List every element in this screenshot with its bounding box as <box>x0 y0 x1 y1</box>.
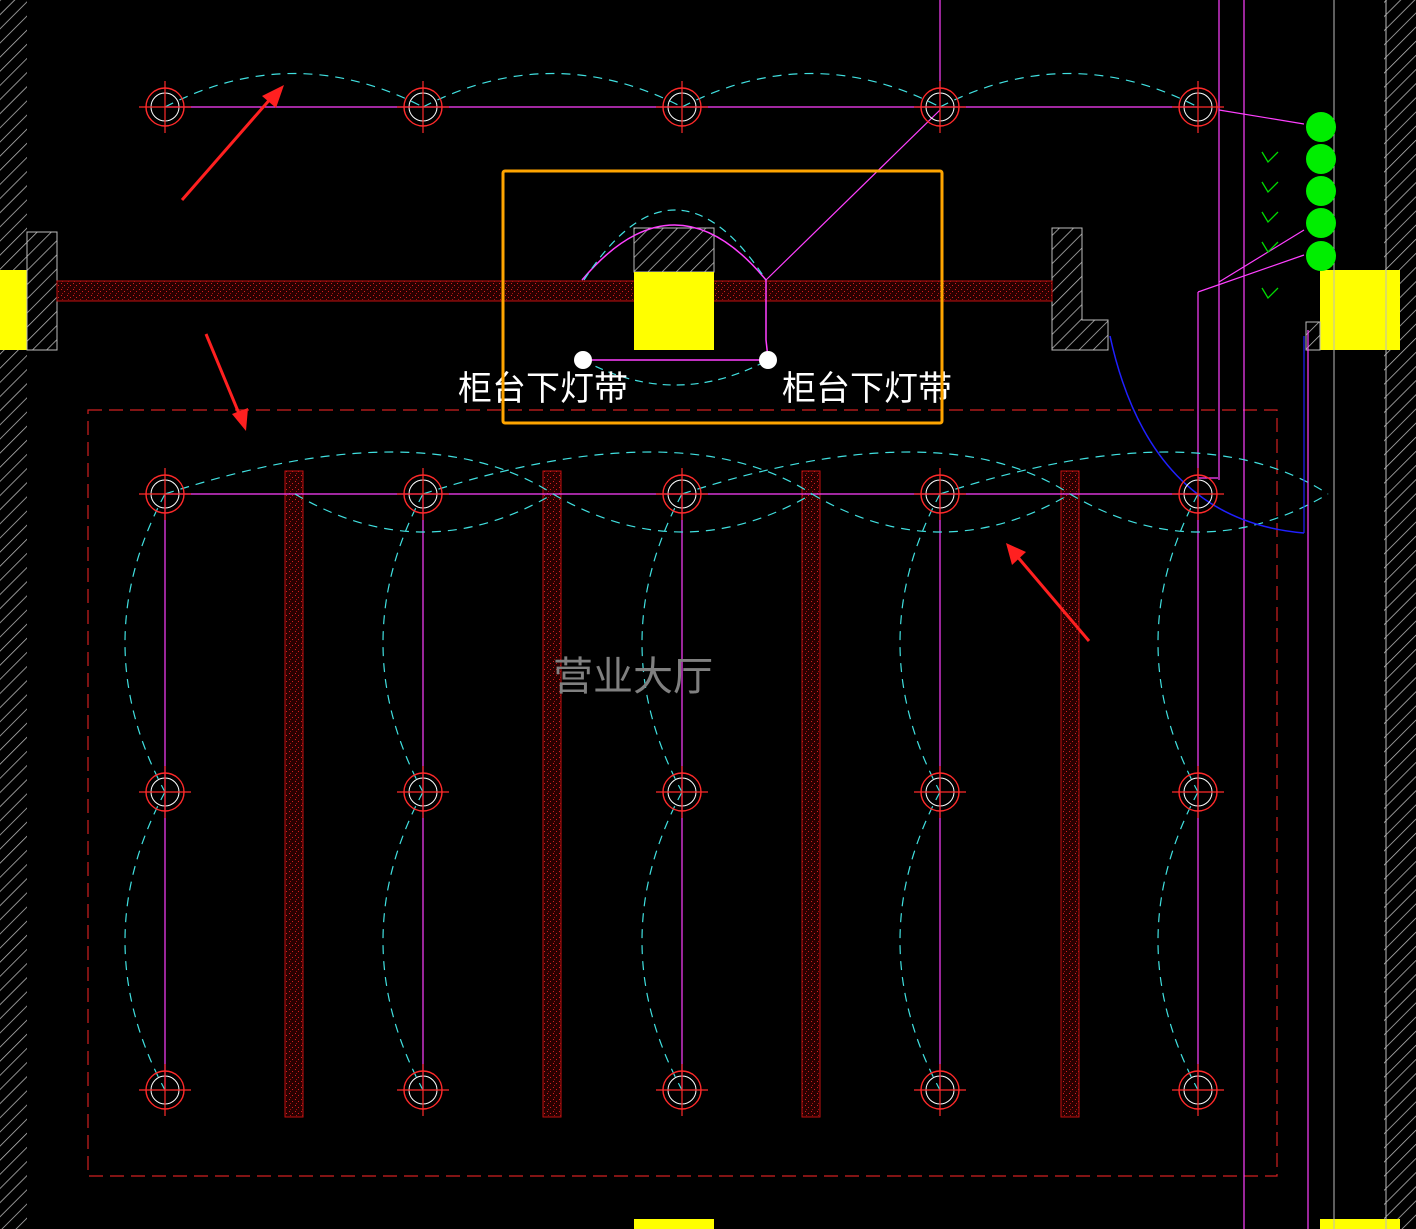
downlight-icon <box>914 766 966 818</box>
main-beam <box>56 280 1053 302</box>
downlight-icon <box>656 766 708 818</box>
room-label: 营业大厅 <box>553 654 713 700</box>
counter-light-left-icon <box>574 351 592 369</box>
left-wall-stub <box>26 231 58 351</box>
highlight-box <box>501 169 944 425</box>
bottom-right-column <box>1320 1219 1400 1229</box>
downlights <box>139 81 1224 1116</box>
downlight-icon <box>139 766 191 818</box>
right-column <box>1320 270 1400 350</box>
beams <box>56 280 1080 1118</box>
beam-4 <box>1060 470 1080 1118</box>
vertical-lines-right <box>939 0 1309 1229</box>
downlight-icon <box>656 81 708 133</box>
counter-lights: 柜台下灯带 柜台下灯带 <box>458 109 952 409</box>
downlight-icon <box>656 468 708 520</box>
arrow-icon <box>204 333 248 431</box>
beam-2 <box>542 470 562 1118</box>
annotation-arrows <box>180 85 1091 642</box>
bottom-column <box>634 1219 714 1229</box>
arrow-icon <box>1006 543 1091 642</box>
downlight-icon <box>397 766 449 818</box>
column-icon <box>634 272 714 350</box>
downlight-icon <box>139 468 191 520</box>
downlight-icon <box>139 1064 191 1116</box>
downlight-icon <box>1172 468 1224 520</box>
ceiling-outline <box>87 409 1278 1177</box>
door-arc <box>1109 335 1305 534</box>
counter-label-left: 柜台下灯带 <box>458 369 628 409</box>
downlight-icon <box>397 81 449 133</box>
beam-1 <box>284 470 304 1118</box>
downlight-icon <box>1172 766 1224 818</box>
downlight-icon <box>1172 81 1224 133</box>
downlight-icon <box>1172 1064 1224 1116</box>
downlight-icon <box>914 81 966 133</box>
downlight-icon <box>397 468 449 520</box>
downlight-icon <box>914 468 966 520</box>
right-wall-stub <box>1051 227 1109 351</box>
counter-label-right: 柜台下灯带 <box>782 369 952 409</box>
left-column <box>0 270 27 350</box>
left-wall <box>0 0 27 1229</box>
downlight-icon <box>914 1064 966 1116</box>
downlight-icon <box>397 1064 449 1116</box>
switches <box>1261 112 1336 300</box>
right-wall <box>1384 0 1416 1229</box>
dashed-circuits <box>124 73 1329 1091</box>
arrow-icon <box>180 85 284 201</box>
downlight-icon <box>656 1064 708 1116</box>
counter-light-right-icon <box>759 351 777 369</box>
switch-icon <box>1261 151 1279 300</box>
center-column <box>633 227 715 350</box>
downlight-icon <box>139 81 191 133</box>
beam-3 <box>801 470 821 1118</box>
small-wall-piece <box>1305 321 1321 351</box>
